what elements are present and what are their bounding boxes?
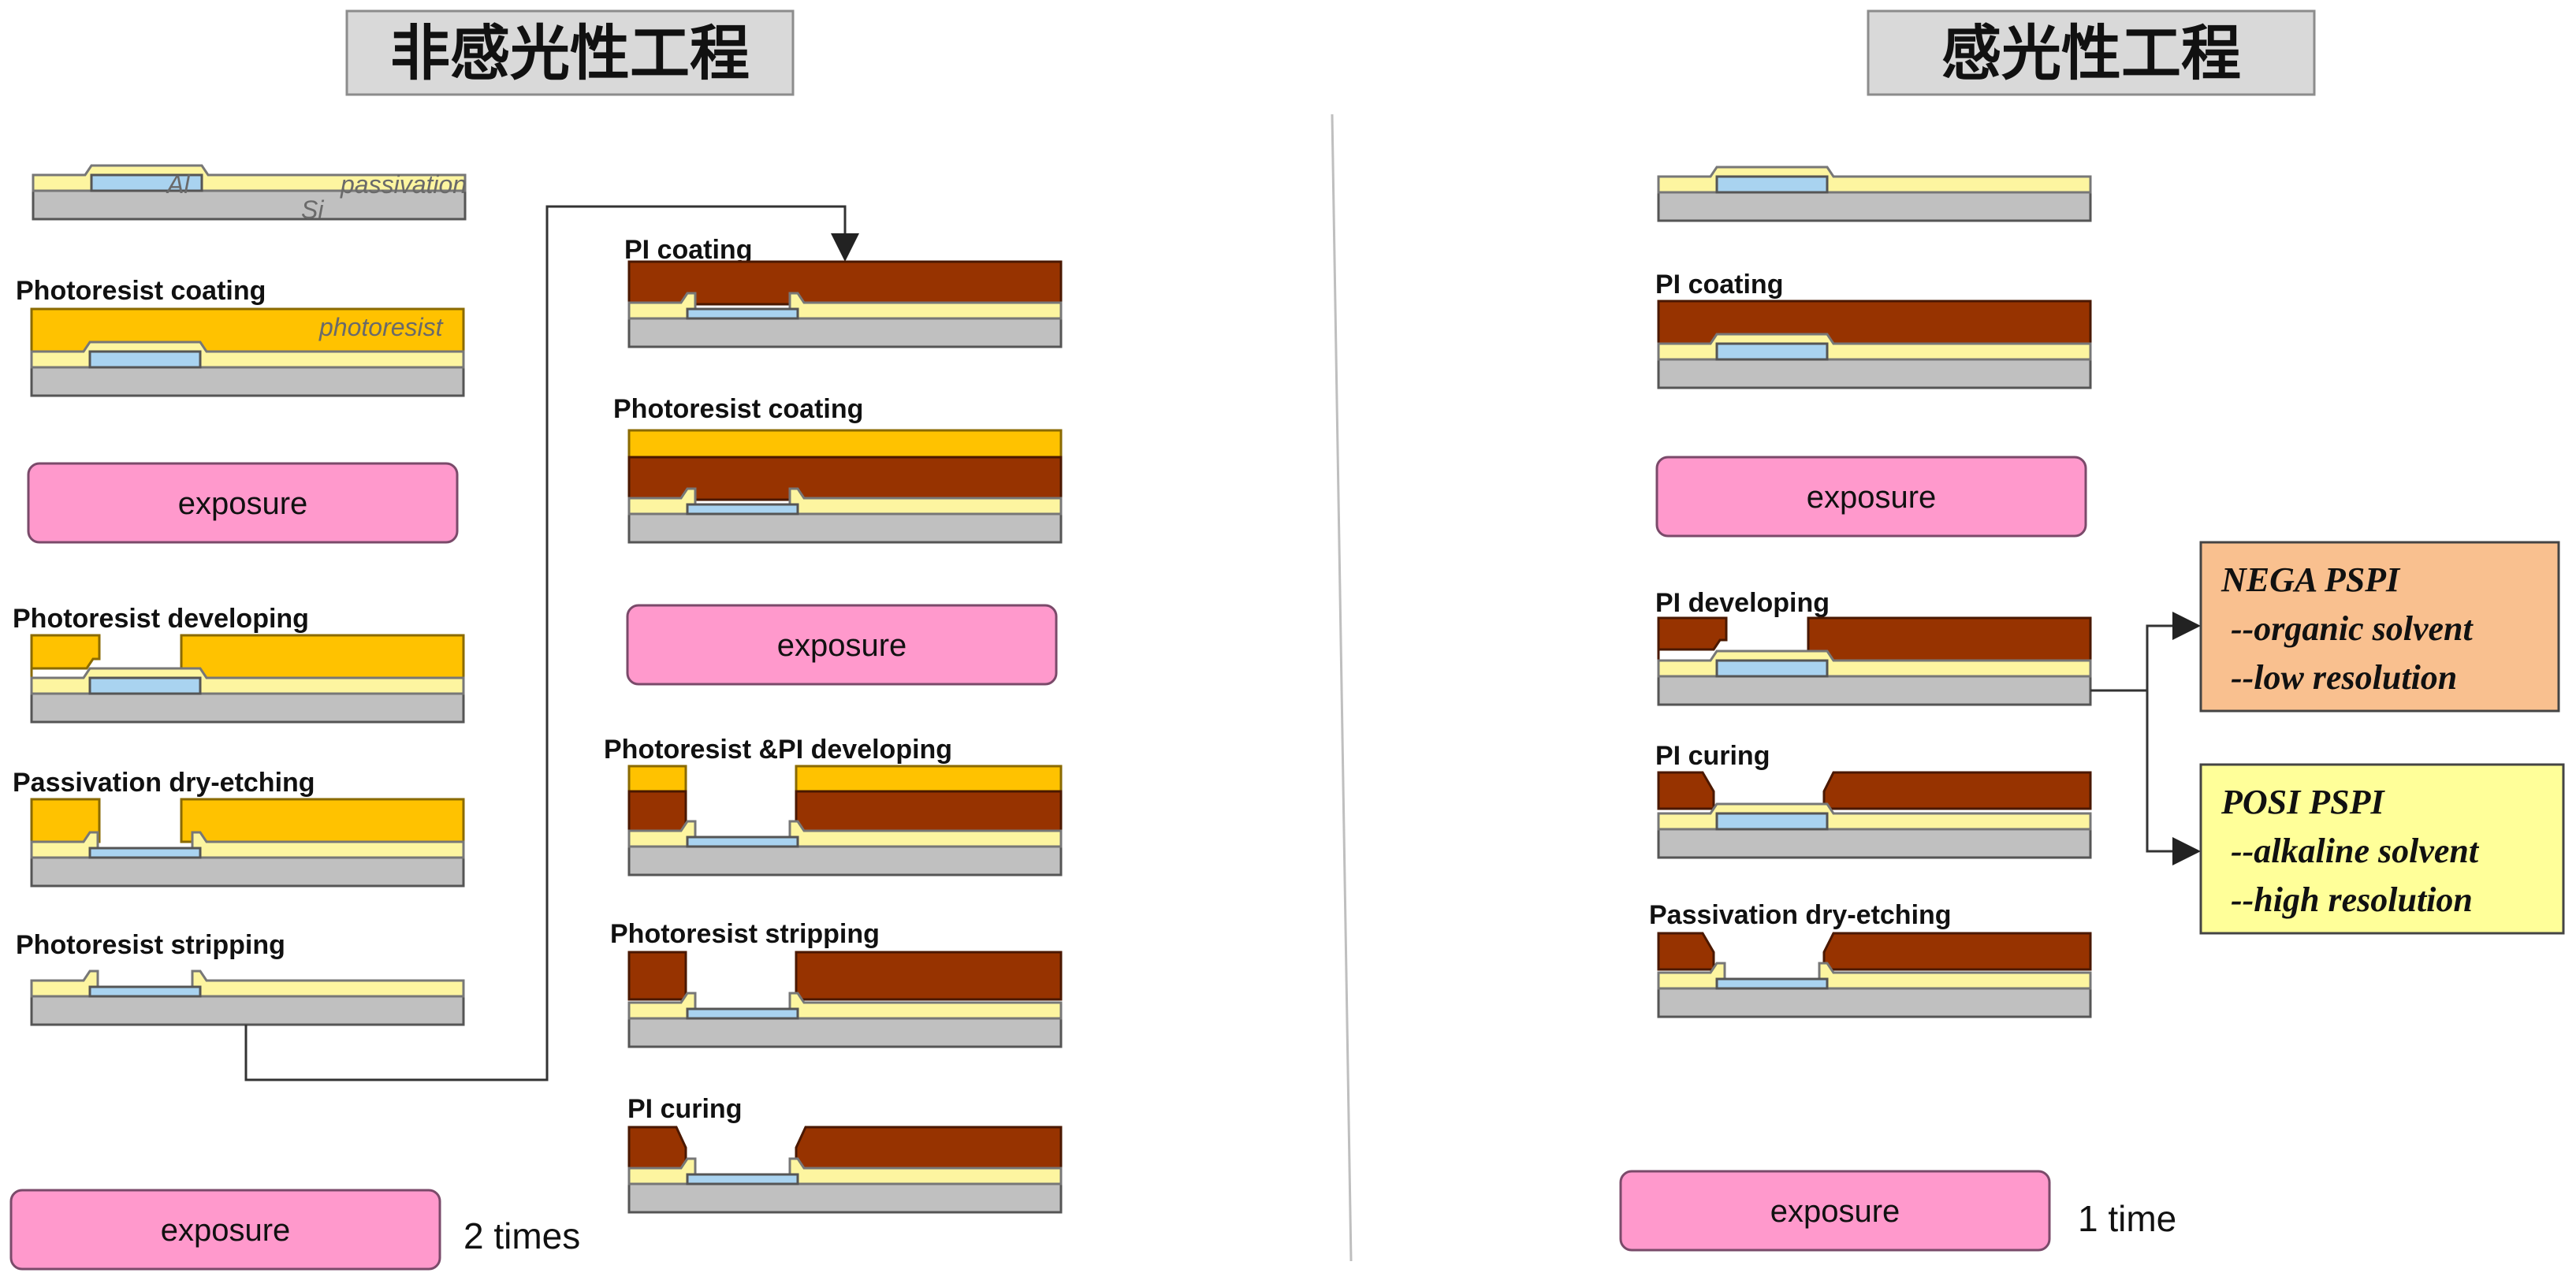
pi-developing-wafer [1657, 616, 2092, 706]
left-title: 非感光性工程 [390, 18, 750, 88]
pi-curing-wafer [627, 1126, 1063, 1214]
nega-solvent: --organic solvent [2231, 609, 2474, 648]
photoresist-developing-wafer [30, 634, 465, 724]
exposure-count: 2 times [463, 1215, 580, 1256]
posi-title: POSI PSPI [2220, 783, 2385, 821]
exposure-count: 1 time [2078, 1198, 2176, 1239]
step-label: Photoresist stripping [16, 930, 285, 960]
posi-solvent: --alkaline solvent [2231, 832, 2480, 870]
exposure-label: exposure [178, 486, 308, 521]
step-label: PI curing [1655, 741, 1770, 771]
step-label: Photoresist stripping [610, 919, 880, 949]
total-exposure-step [1619, 1170, 2051, 1252]
nega-resolution: --low resolution [2231, 658, 2457, 697]
step-label: PI coating [624, 235, 752, 265]
exposure-step [1655, 456, 2087, 538]
posi-pspi-box [2199, 763, 2565, 935]
exposure-step [626, 604, 1058, 686]
exposure-label: exposure [1807, 480, 1937, 515]
passivation-etch-wafer [30, 798, 465, 888]
arrow-to-nega [2090, 612, 2201, 692]
initial-wafer [1657, 166, 2092, 222]
nega-pspi-box [2199, 541, 2560, 713]
right-title: 感光性工程 [1941, 18, 2241, 88]
exposure-step [27, 462, 459, 544]
pi-coating-wafer [1657, 300, 2092, 389]
photoresist-label: photoresist [318, 313, 444, 341]
step-label: Photoresist coating [16, 276, 266, 306]
si-label: Si [301, 195, 324, 224]
posi-resolution: --high resolution [2231, 880, 2473, 919]
flow-connector [244, 205, 859, 1081]
nega-title: NEGA PSPI [2220, 560, 2401, 599]
step-label: Passivation dry-etching [13, 768, 315, 798]
left-title-box [345, 9, 795, 96]
al-label: Al [166, 170, 190, 199]
column-divider [1331, 114, 1353, 1262]
photoresist-stripping-wafer [30, 970, 465, 1026]
pr-on-pi-wafer [627, 429, 1063, 544]
exposure-label: exposure [1770, 1194, 1900, 1229]
initial-wafer: Al Si passivation [32, 164, 467, 224]
step-label: Photoresist developing [13, 604, 309, 634]
step-label: Photoresist &PI developing [604, 735, 952, 765]
exposure-label: exposure [161, 1213, 291, 1248]
passivation-label: passivation [340, 170, 467, 199]
pr-pi-developing-wafer [627, 765, 1063, 876]
arrow-to-posi [2146, 690, 2201, 865]
photoresist-coating-wafer: photoresist [30, 307, 465, 397]
step-label: PI developing [1655, 588, 1830, 618]
step-label: Photoresist coating [613, 394, 863, 424]
pr-stripping-wafer [627, 951, 1063, 1048]
total-exposure-step [9, 1189, 441, 1271]
step-label: Passivation dry-etching [1649, 900, 1952, 930]
pi-curing-wafer [1657, 771, 2092, 859]
step-label: PI coating [1655, 270, 1783, 300]
step-label: PI curing [627, 1094, 742, 1124]
exposure-label: exposure [777, 628, 907, 663]
pi-coating-wafer [627, 260, 1063, 348]
right-title-box [1867, 9, 2316, 96]
passivation-etch-wafer [1657, 932, 2092, 1018]
